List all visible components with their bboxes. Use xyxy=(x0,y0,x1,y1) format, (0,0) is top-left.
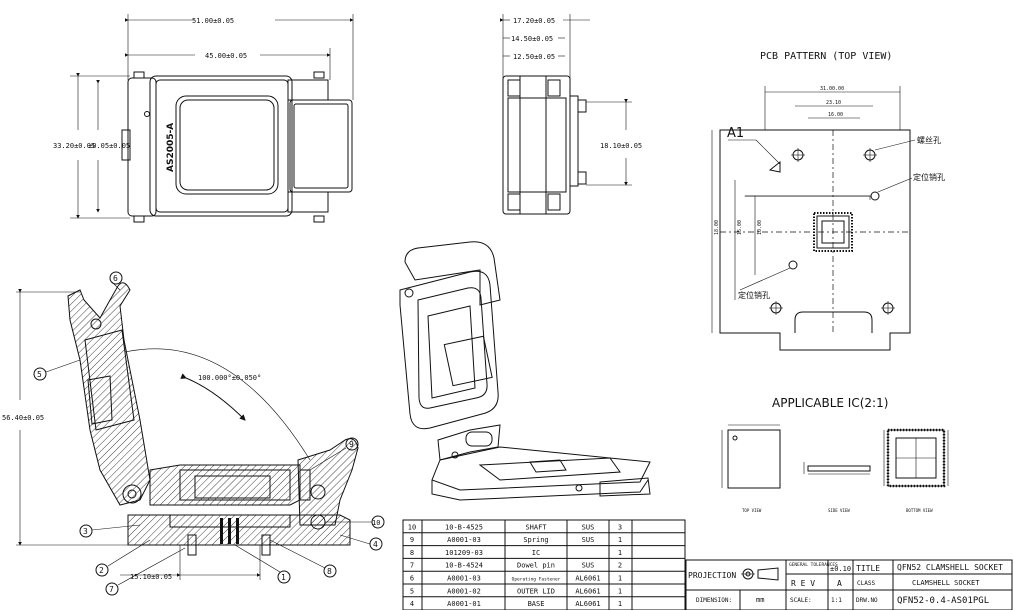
bom-cell-no: 4 xyxy=(410,600,414,608)
locating-hole-label-1: 定位销孔 xyxy=(913,172,945,182)
title-block: PROJECTION GENERAL TOLERANCES ±0.10 TITL… xyxy=(685,559,1013,610)
bom-cell-name: IC xyxy=(532,549,540,557)
side-dim-mid: 14.50±0.05 xyxy=(511,35,553,43)
bom-cell-mat: SUS xyxy=(582,562,595,570)
balloon-7: 7 xyxy=(109,585,114,594)
ic-bottom-view-label: BOTTOM VIEW xyxy=(906,508,933,513)
section-dim-bottom: 15.10±0.05 xyxy=(130,573,172,581)
rev-value: A xyxy=(837,579,842,588)
balloon-2: 2 xyxy=(99,566,104,575)
bom-cell-name: Dowel pin xyxy=(517,562,555,570)
balloon-6: 6 xyxy=(113,274,118,283)
bom-cell-no: 6 xyxy=(410,575,414,583)
ic-top-view-label: TOP VIEW xyxy=(742,508,762,513)
dim-inner-width: 45.00±0.05 xyxy=(205,52,247,60)
top-view: 51.00±0.05 45.00±0.05 33.20±0.05 ±0.05±0… xyxy=(53,14,354,223)
balloon-4: 4 xyxy=(373,540,378,549)
pcb-dim-left: 18.00 xyxy=(714,220,720,235)
ic-side-view-label: SIDE VIEW xyxy=(828,508,850,513)
applicable-ic: APPLICABLE IC(2:1) TOP VIEW SIDE VIEW BO… xyxy=(721,396,949,513)
balloon-5: 5 xyxy=(37,370,42,379)
side-dim-height: 18.10±0.05 xyxy=(600,142,642,150)
scale-value: 1:1 xyxy=(831,597,842,604)
bom-cell-name: Operating Fastener xyxy=(512,577,561,583)
dimension-value: mm xyxy=(756,596,764,604)
pcb-dim-left3: 10.00 xyxy=(757,220,763,235)
pcb-dim-left2: 15.00 xyxy=(737,220,743,235)
balloon-10: 10 xyxy=(372,519,380,527)
balloon-1: 1 xyxy=(281,573,286,582)
bom-cell-name: BASE xyxy=(528,600,545,608)
bom-cell-part: A0001-01 xyxy=(447,600,481,608)
pcb-pattern: PCB PATTERN (TOP VIEW) 31.00.00 23.10 16… xyxy=(711,51,945,351)
general-tol-label: GENERAL TOLERANCES xyxy=(789,562,838,568)
dim-width: 51.00±0.05 xyxy=(192,17,234,25)
bom-cell-mat: SUS xyxy=(582,523,595,531)
tol-value: ±0.10 xyxy=(830,565,851,573)
bom-cell-qty: 1 xyxy=(618,549,622,557)
bom-cell-part: 101209-03 xyxy=(445,549,483,557)
pcb-a1-label: A1 xyxy=(727,126,744,141)
bom-cell-mat: AL6061 xyxy=(575,575,600,583)
bom-cell-qty: 1 xyxy=(618,536,622,544)
drw-label: DRW.NO xyxy=(856,597,878,604)
bom-cell-mat: AL6061 xyxy=(575,587,600,595)
bom-cell-qty: 3 xyxy=(618,523,622,531)
model-label: AS2005-A xyxy=(166,123,176,172)
section-dim-height: 56.40±0.05 xyxy=(2,414,44,422)
bom-cell-name: Spring xyxy=(523,536,548,544)
bom-cell-mat: AL6061 xyxy=(575,600,600,608)
pcb-dim-inner: 16.00 xyxy=(828,112,843,118)
bom-cell-qty: 1 xyxy=(618,587,622,595)
bom-cell-mat: SUS xyxy=(582,536,595,544)
projection-label: PROJECTION xyxy=(688,571,736,580)
bom-cell-no: 7 xyxy=(410,562,414,570)
bom-cell-part: 10-B-4524 xyxy=(445,562,483,570)
rev-label: R E V xyxy=(791,579,815,588)
title-label: TITLE xyxy=(856,564,880,573)
locating-hole-label-2: 定位销孔 xyxy=(738,290,770,300)
bom-cell-no: 9 xyxy=(410,536,414,544)
side-dim-low: 12.50±0.05 xyxy=(513,53,555,61)
pcb-title: PCB PATTERN (TOP VIEW) xyxy=(760,51,892,62)
ic-title: APPLICABLE IC(2:1) xyxy=(772,396,888,410)
balloon-9: 9 xyxy=(349,440,354,449)
drw-value: QFN52-0.4-AS01PGL xyxy=(897,596,989,606)
bom-cell-no: 5 xyxy=(410,587,414,595)
side-dim-top: 17.20±0.05 xyxy=(513,17,555,25)
isometric-view xyxy=(399,241,651,501)
balloon-3: 3 xyxy=(83,527,88,536)
bom-cell-part: A0001-02 xyxy=(447,587,481,595)
bom-cell-name: OUTER LID xyxy=(517,587,555,595)
bom-cell-part: A0001-03 xyxy=(447,536,481,544)
section-view: 56.40±0.05 15.10±0.05 100.000°±0.050° xyxy=(2,271,385,596)
bom-cell-part: 10-B-4525 xyxy=(445,523,483,531)
bom-cell-no: 8 xyxy=(410,549,414,557)
pcb-dim-top: 31.00.00 xyxy=(820,86,844,92)
bom-cell-name: SHAFT xyxy=(525,523,547,531)
class-label: CLASS xyxy=(857,580,875,587)
bom-cell-qty: 1 xyxy=(618,600,622,608)
section-angle: 100.000°±0.050° xyxy=(198,374,261,382)
bom-cell-no: 10 xyxy=(408,523,416,531)
balloon-8: 8 xyxy=(327,567,332,576)
dim-height: 33.20±0.05 xyxy=(53,142,95,150)
bom-cell-qty: 1 xyxy=(618,575,622,583)
bom-cell-part: A0001-03 xyxy=(447,575,481,583)
title-value: QFN52 CLAMSHELL SOCKET xyxy=(897,563,1003,572)
side-view: 17.20±0.05 14.50±0.05 12.50±0.05 18.10±0… xyxy=(500,14,642,215)
bom-cell-qty: 2 xyxy=(618,562,622,570)
class-value: CLAMSHELL SOCKET xyxy=(912,579,980,587)
pcb-dim-mid: 23.10 xyxy=(826,100,841,106)
scale-label: SCALE: xyxy=(790,597,812,604)
thread-hole-label: 螺丝孔 xyxy=(917,135,941,145)
dimension-label: DIMENSION: xyxy=(696,597,732,604)
dim-height-inner: ±0.05±0.05 xyxy=(88,142,130,150)
